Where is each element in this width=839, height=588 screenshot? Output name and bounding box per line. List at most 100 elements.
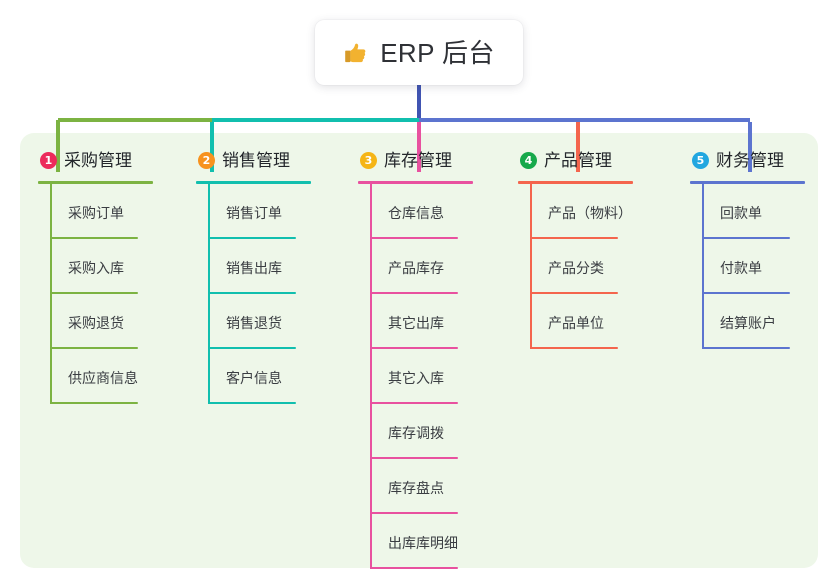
list-item[interactable]: 其它出库	[370, 294, 508, 349]
column-underline	[690, 181, 805, 184]
column-underline	[518, 181, 633, 184]
item-spine	[50, 184, 52, 239]
column-underline	[196, 181, 311, 184]
list-item[interactable]: 付款单	[702, 239, 839, 294]
list-item[interactable]: 出库库明细	[370, 514, 508, 569]
item-underline	[370, 347, 458, 349]
item-label: 客户信息	[226, 370, 282, 386]
list-item[interactable]: 产品分类	[530, 239, 668, 294]
item-spine	[530, 184, 532, 239]
list-item[interactable]: 其它入库	[370, 349, 508, 404]
column-badge-5: 5	[692, 151, 709, 169]
item-label: 销售订单	[226, 205, 282, 221]
item-label: 库存盘点	[388, 480, 444, 496]
item-underline	[370, 237, 458, 239]
column-items: 仓库信息产品库存其它出库其它入库库存调拨库存盘点出库库明细	[358, 184, 508, 569]
list-item[interactable]: 供应商信息	[50, 349, 188, 404]
list-item[interactable]: 产品单位	[530, 294, 668, 349]
item-spine	[702, 184, 704, 239]
list-item[interactable]: 客户信息	[208, 349, 346, 404]
item-label: 仓库信息	[388, 205, 444, 221]
item-underline	[208, 237, 296, 239]
list-item[interactable]: 库存盘点	[370, 459, 508, 514]
item-underline	[370, 292, 458, 294]
list-item[interactable]: 采购订单	[50, 184, 188, 239]
item-spine	[208, 349, 210, 404]
item-spine	[370, 404, 372, 459]
column-badge-3: 3	[360, 151, 377, 169]
item-label: 供应商信息	[68, 370, 138, 386]
column-badge-1: 1	[40, 151, 57, 169]
item-spine	[702, 294, 704, 349]
column-header-库存管理[interactable]: 3 库存管理	[358, 147, 508, 173]
column-badge-2: 2	[198, 151, 215, 169]
list-item[interactable]: 采购退货	[50, 294, 188, 349]
item-underline	[702, 347, 790, 349]
list-item[interactable]: 仓库信息	[370, 184, 508, 239]
item-label: 采购入库	[68, 260, 124, 276]
column-header-采购管理[interactable]: 1 采购管理	[38, 147, 188, 173]
item-underline	[370, 402, 458, 404]
list-item[interactable]: 销售订单	[208, 184, 346, 239]
item-spine	[50, 239, 52, 294]
item-spine	[530, 294, 532, 349]
item-spine	[370, 294, 372, 349]
list-item[interactable]: 产品库存	[370, 239, 508, 294]
column-badge-4: 4	[520, 151, 537, 169]
item-underline	[50, 347, 138, 349]
column-underline	[38, 181, 153, 184]
root-node-card[interactable]: ERP 后台	[315, 20, 523, 85]
item-underline	[50, 402, 138, 404]
column-items: 采购订单采购入库采购退货供应商信息	[38, 184, 188, 404]
column-items: 产品（物料） 产品分类产品单位	[518, 184, 668, 349]
column-title: 采购管理	[64, 150, 132, 170]
column-库存管理: 3 库存管理仓库信息产品库存其它出库其它入库库存调拨库存盘点出库库明细	[358, 147, 508, 569]
item-underline	[50, 292, 138, 294]
diagram-panel	[20, 133, 818, 568]
column-header-产品管理[interactable]: 4 产品管理	[518, 147, 668, 173]
list-item[interactable]: 回款单	[702, 184, 839, 239]
item-label: 结算账户	[720, 315, 776, 331]
root-node-content: ERP 后台	[343, 40, 495, 66]
item-underline	[208, 347, 296, 349]
item-underline	[208, 292, 296, 294]
item-spine	[370, 239, 372, 294]
column-采购管理: 1 采购管理采购订单采购入库采购退货供应商信息	[38, 147, 188, 404]
list-item[interactable]: 结算账户	[702, 294, 839, 349]
item-label: 出库库明细	[388, 535, 458, 551]
root-node-title: ERP 后台	[380, 37, 495, 68]
list-item[interactable]: 库存调拨	[370, 404, 508, 459]
item-underline	[530, 347, 618, 349]
list-item[interactable]: 产品（物料）	[530, 184, 668, 239]
item-label: 产品分类	[548, 260, 604, 276]
item-spine	[50, 349, 52, 404]
column-title: 库存管理	[384, 150, 452, 170]
item-spine	[370, 349, 372, 404]
item-label: 采购退货	[68, 315, 124, 331]
item-label: 库存调拨	[388, 425, 444, 441]
item-label: 销售出库	[226, 260, 282, 276]
item-label: 其它出库	[388, 315, 444, 331]
item-spine	[370, 514, 372, 569]
item-label: 产品（物料）	[548, 205, 632, 221]
item-label: 其它入库	[388, 370, 444, 386]
item-underline	[208, 402, 296, 404]
item-underline	[370, 567, 458, 569]
item-spine	[208, 184, 210, 239]
list-item[interactable]: 采购入库	[50, 239, 188, 294]
list-item[interactable]: 销售退货	[208, 294, 346, 349]
list-item[interactable]: 销售出库	[208, 239, 346, 294]
item-underline	[370, 457, 458, 459]
item-spine	[530, 239, 532, 294]
column-items: 回款单付款单结算账户	[690, 184, 839, 349]
column-title: 产品管理	[544, 150, 612, 170]
item-spine	[702, 239, 704, 294]
column-items: 销售订单销售出库销售退货客户信息	[196, 184, 346, 404]
column-产品管理: 4 产品管理产品（物料） 产品分类产品单位	[518, 147, 668, 349]
column-underline	[358, 181, 473, 184]
item-spine	[370, 459, 372, 514]
